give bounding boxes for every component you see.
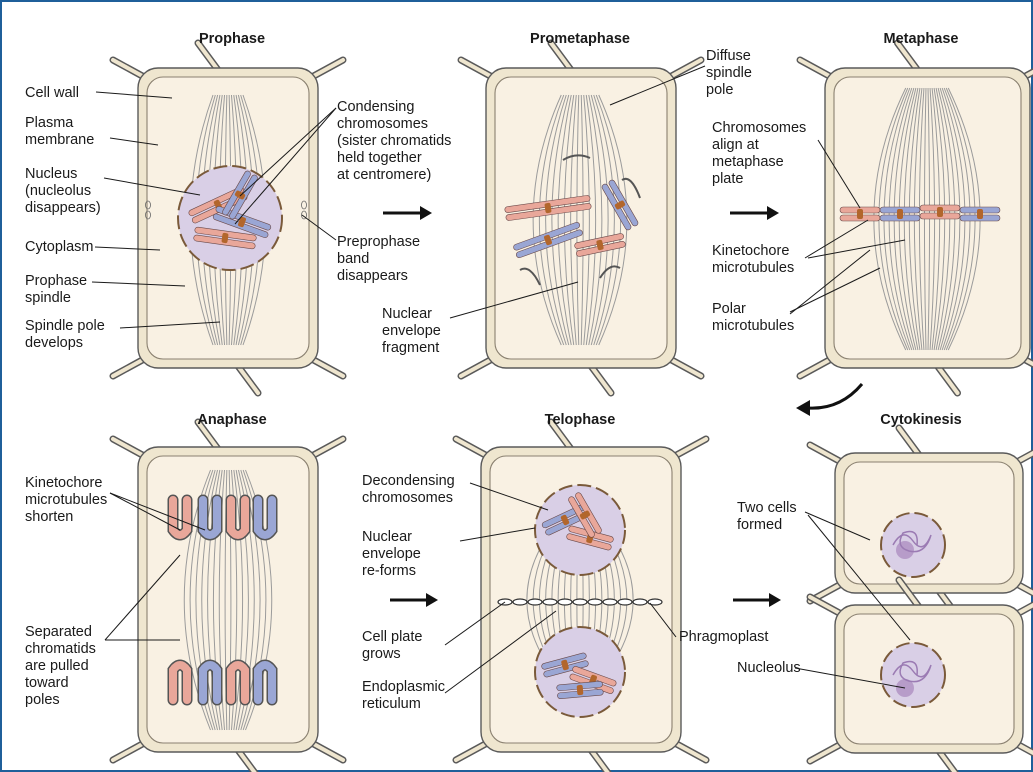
label-condensing-chromosomes: Condensing chromosomes (sister chromatid… [337, 99, 455, 183]
title-metaphase: Metaphase [884, 31, 959, 47]
adjacent-wall-fill [810, 743, 843, 761]
adjacent-wall-fill [238, 366, 258, 393]
adjacent-wall-fill [310, 358, 343, 376]
label-nucleolus: Nucleolus [737, 660, 801, 676]
arrow-ana-to-telo-head [426, 593, 438, 607]
label-polar-microtubules: Polar microtubules [712, 301, 794, 334]
cell-drawings [113, 43, 1033, 772]
centromere [857, 209, 863, 219]
adjacent-wall-fill [591, 366, 611, 393]
label-plasma-membrane: Plasma membrane [25, 115, 94, 148]
cell-plate-vesicle [513, 599, 527, 605]
centromere [977, 209, 983, 219]
centromere [897, 209, 903, 219]
cell-plate-vesicle [648, 599, 662, 605]
cell-plate-vesicle [618, 599, 632, 605]
adjacent-wall-fill [800, 358, 833, 376]
cell-metaphase [800, 43, 1033, 393]
label-decondensing: Decondensing chromosomes [362, 473, 459, 506]
adjacent-wall-fill [456, 742, 489, 760]
centromere [577, 685, 584, 695]
nucleus-cytokinesis-bottom [881, 643, 945, 707]
adjacent-wall-fill [310, 439, 343, 457]
title-prometaphase: Prometaphase [530, 31, 630, 47]
adjacent-wall-fill [673, 742, 706, 760]
centromere [937, 207, 943, 217]
cell-anaphase [113, 422, 343, 772]
cell-plate-vesicle [543, 599, 557, 605]
adjacent-wall-fill [938, 366, 958, 393]
title-anaphase: Anaphase [197, 412, 266, 428]
label-preprophase-band: Preprophase band disappears [337, 234, 424, 284]
label-nucleus: Nucleus (nucleolus disappears) [25, 166, 101, 216]
label-nuclear-envelope-fragment: Nuclear envelope fragment [382, 306, 445, 356]
cell-plate-vesicle [603, 599, 617, 605]
title-prophase: Prophase [199, 31, 265, 47]
label-cytoplasm: Cytoplasm [25, 239, 94, 255]
arrow-pro-to-prometa-head [420, 206, 432, 220]
label-chromosomes-align: Chromosomes align at metaphase plate [712, 120, 810, 187]
label-kinetochore-microtubules: Kinetochore microtubules [712, 243, 794, 276]
label-endoplasmic-reticulum: Endoplasmic reticulum [362, 679, 449, 712]
adjacent-wall-fill [113, 358, 146, 376]
adjacent-wall-fill [461, 358, 494, 376]
label-nuclear-envelope-reforms: Nuclear envelope re-forms [362, 529, 425, 579]
label-two-cells: Two cells formed [737, 500, 801, 533]
label-kinetochore-shorten: Kinetochore microtubules shorten [25, 475, 111, 525]
label-diffuse-spindle-pole: Diffuse spindle pole [706, 48, 756, 98]
cell-prometaphase [461, 43, 701, 393]
label-prophase-spindle: Prophase spindle [25, 273, 91, 306]
title-cytokinesis: Cytokinesis [880, 412, 961, 428]
cell-plate-vesicle [588, 599, 602, 605]
label-phragmoplast: Phragmoplast [679, 629, 768, 645]
adjacent-wall-fill [899, 428, 919, 455]
adjacent-wall-fill [673, 439, 706, 457]
adjacent-wall-fill [898, 43, 918, 70]
arrow-meta-to-ana-head [796, 400, 810, 416]
cell-plate-vesicle [633, 599, 647, 605]
adjacent-wall-fill [456, 439, 489, 457]
adjacent-wall-fill [810, 445, 843, 463]
adjacent-wall-fill [551, 43, 571, 70]
label-spindle-pole: Spindle pole develops [25, 318, 109, 351]
adjacent-wall-fill [668, 358, 701, 376]
cell-cytokinesis-top [810, 428, 1033, 618]
cell-plate-vesicle [558, 599, 572, 605]
arrow-meta-to-ana-shaft [808, 384, 862, 408]
adjacent-wall-fill [198, 43, 218, 70]
adjacent-wall-fill [113, 439, 146, 457]
adjacent-wall-fill [668, 60, 701, 78]
label-cell-plate: Cell plate grows [362, 629, 426, 662]
cell-plate-vesicle [573, 599, 587, 605]
label-cell-wall: Cell wall [25, 85, 79, 101]
adjacent-wall-fill [810, 597, 843, 615]
arrow-prometa-to-meta-head [767, 206, 779, 220]
arrow-telo-to-cyto-head [769, 593, 781, 607]
adjacent-wall-fill [461, 60, 494, 78]
label-separated-chromatids: Separated chromatids are pulled toward p… [25, 624, 100, 708]
nucleus-cytokinesis-top [881, 513, 945, 577]
adjacent-wall-fill [310, 742, 343, 760]
cell-plate-vesicle [528, 599, 542, 605]
cell-prophase [113, 43, 343, 393]
title-telophase: Telophase [545, 412, 616, 428]
cell-telophase [456, 422, 706, 772]
adjacent-wall-fill [113, 742, 146, 760]
adjacent-wall-fill [310, 60, 343, 78]
adjacent-wall-fill [800, 60, 833, 78]
adjacent-wall-fill [113, 60, 146, 78]
